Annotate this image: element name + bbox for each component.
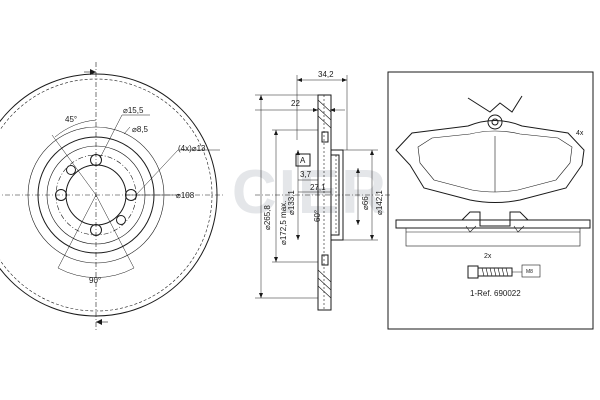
angle-60-label: 60° [313,210,322,222]
pads-frame [387,71,594,330]
bolt-qty-label: 2x [484,253,492,260]
pad-side-friction [405,227,581,247]
section-marker-a: A [300,156,306,165]
pad-qty-label: 4x [576,130,584,137]
dia-66-label: ⌀66 [361,196,370,210]
dia-142-1-label: ⌀142,1 [375,190,384,215]
brake-pads-panel: 4x 2x M8 1-Ref. 690022 [387,71,594,330]
dia-8-5-label: ⌀8,5 [132,125,148,134]
pad-side-backing [395,219,591,229]
holes-4x13-label: (4x)⌀13 [178,144,206,153]
dia-15-5-label: ⌀15,5 [123,106,144,115]
width-22-label: 22 [291,99,300,108]
dim-27-1-label: 27,1 [310,183,326,192]
disc-section-view: 34,2 22 [255,70,390,311]
dia-108-label: ⌀108 [176,191,195,200]
bolt-thread-label: M8 [526,269,533,275]
reference-label: 1-Ref. 690022 [470,289,521,298]
watermark-logo: CIER [232,158,388,227]
bolt-head [467,265,479,279]
angle-45-label: 45° [65,115,77,124]
pad-backing-plate [395,120,585,203]
angle-90-label: 90° [89,276,101,285]
dia-133-1-label: ⌀133,1 [287,190,296,215]
dim-3-7-label: 3,7 [300,170,312,179]
disc-front-view: 45° ⌀15,5 ⌀8,5 (4x)⌀13 ⌀108 90° [0,62,225,330]
width-34-2-label: 34,2 [318,70,334,79]
dia-172-5-label: ⌀172,5 max. [279,201,288,245]
dia-265-8-label: ⌀265,8 [263,205,272,230]
pad-friction-material [417,130,573,193]
